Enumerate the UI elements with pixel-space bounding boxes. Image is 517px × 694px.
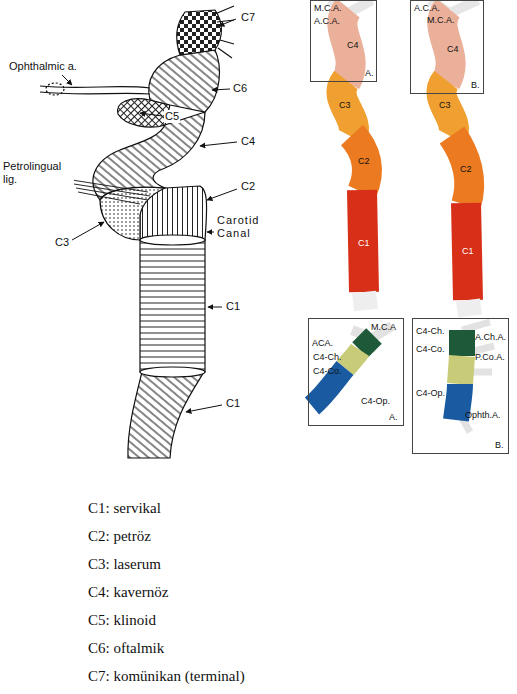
vessel-label: M.C.A.: [427, 16, 455, 26]
list-item: C6: oftalmik: [88, 640, 164, 657]
segment-label: C1: [225, 300, 241, 313]
segment-label: C6: [232, 82, 248, 95]
segment-label: C1: [358, 238, 370, 248]
vessel-label: B.: [495, 441, 504, 451]
segment-label: C7: [240, 11, 256, 24]
vessel-label: C4-Ch.: [416, 327, 445, 337]
vessel-label: M.C.A: [371, 323, 396, 333]
structure-label: Carotid Canal: [216, 214, 278, 239]
segment-c6: [149, 50, 220, 112]
segment-label: C4: [240, 135, 256, 148]
leader-line: [207, 189, 237, 200]
vessel-label: C4-Co.: [416, 345, 445, 355]
leader-line: [186, 405, 222, 412]
vessel-label: A.: [389, 413, 398, 423]
vessel-label: C4-Ch.: [313, 353, 342, 363]
vessel-label: C4-Co.: [313, 367, 342, 377]
detail-box: M.C.A ACA. C4-Ch. C4-Co. C4-Op. A.: [308, 318, 404, 426]
list-item: C1: servikal: [88, 500, 161, 517]
vessel-label: A.Ch.A.: [475, 333, 506, 343]
segment-co: [345, 350, 360, 368]
list-item: C4: kavernöz: [88, 584, 168, 601]
segment-label: C5: [164, 110, 180, 123]
vessel-label: ACA.: [312, 339, 333, 349]
line-vessel: [40, 6, 234, 458]
segment-ch: [360, 336, 374, 350]
segment-c1-upper: [140, 240, 205, 372]
vessel-label: A.C.A.: [414, 4, 440, 14]
vessel-label: B.: [471, 81, 480, 91]
list-item: C3: laserum: [88, 556, 161, 573]
vessel-label: C4-Op.: [361, 397, 390, 407]
vessel-label: M.C.A.: [314, 4, 342, 14]
segment-label: C2: [240, 180, 256, 193]
panel-box: M.C.A. A.C.A. C4A.: [310, 0, 377, 82]
segment-label: C3: [54, 236, 70, 249]
vessel-label: A.: [365, 69, 374, 79]
vessel-label: A.C.A.: [314, 17, 340, 27]
segment-edge: [140, 367, 205, 377]
leader-line: [212, 89, 230, 90]
leader-line: [219, 19, 236, 26]
segment-co: [460, 356, 462, 384]
segment-op: [312, 368, 345, 406]
stub: [364, 292, 366, 310]
petrolingual-ligament: [72, 180, 150, 204]
leader-line: [207, 232, 214, 233]
structure-label: Petrolingual lig.: [2, 160, 74, 185]
vessel-label: C4: [447, 45, 459, 55]
segment-ch: [449, 330, 475, 356]
branch: [215, 6, 234, 58]
detail-vessel-a: [312, 326, 392, 406]
leader-line: [72, 222, 104, 240]
structure-label: Ophthalmic a.: [8, 60, 78, 73]
segment-op: [456, 384, 460, 420]
colored-vessel-b: [430, 0, 478, 316]
leader-line: [140, 113, 162, 116]
leader-line: [200, 142, 237, 146]
ophthalmic-artery: [40, 86, 150, 94]
vessel-label: Ophth.A.: [465, 411, 501, 421]
segment-label: C1: [225, 397, 241, 410]
segment-label: C2: [358, 156, 370, 166]
segment-label: C3: [339, 100, 351, 110]
segment-c3: [100, 187, 165, 240]
leader-lines: [62, 19, 237, 412]
colored-vessel-a: [330, 0, 372, 310]
leader-line: [208, 307, 222, 308]
segment-label: C2: [460, 164, 472, 174]
ophthalmic-loop: [46, 83, 64, 95]
segment-c1-lower: [128, 372, 204, 458]
segment-label: C3: [439, 100, 451, 110]
stub: [468, 300, 470, 316]
segment-edge: [140, 235, 205, 245]
detail-box: C4-Ch. A.Ch.A. C4-Co. P.Co.A. C4-Op. Ophth.A.…: [412, 318, 509, 454]
segment-c7: [177, 10, 222, 55]
vessel-label: C4: [347, 41, 359, 51]
leader-line: [62, 75, 72, 85]
list-item: C5: klinoid: [88, 612, 156, 629]
panel-box: A.C.A. M.C.A. C4B.: [410, 0, 484, 94]
vessel-label: C4-Op.: [416, 389, 445, 399]
list-item: C7: komünikan (terminal): [88, 668, 245, 685]
vessel-label: P.Co.A.: [475, 353, 505, 363]
list-item: C2: petröz: [88, 528, 151, 545]
segment-label: C1: [462, 246, 474, 256]
